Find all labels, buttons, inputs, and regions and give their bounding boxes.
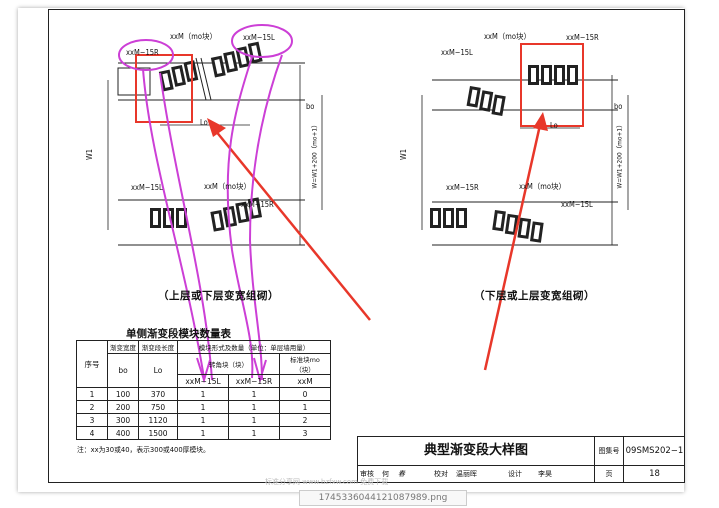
right-label-bot-left: xxM−15R <box>446 183 479 192</box>
table-note: 注：xx为30或40，表示300或400厚模块。 <box>77 446 210 454</box>
left-dim-w1: W1 <box>84 149 94 160</box>
left-label-top-mid: xxM（mo块） <box>170 32 218 41</box>
th-bo: bo <box>107 353 139 388</box>
left-label-bot-right: xxM−15R <box>241 200 274 209</box>
th-width: 渐变宽度 <box>107 340 139 354</box>
th-no: 序号 <box>76 340 108 388</box>
left-wall-plan <box>107 41 323 246</box>
left-label-top-left: xxM−15R <box>126 48 159 57</box>
th-b: xxM−15R <box>228 374 280 388</box>
right-dim-lo: Lo <box>550 121 558 130</box>
highlight-box-left <box>135 54 193 123</box>
right-dim-w1: W1 <box>398 149 408 160</box>
highlight-box-right <box>520 43 584 127</box>
drawing-frame <box>48 9 685 483</box>
right-wall-plan <box>421 65 629 246</box>
red-arrow-right <box>483 112 548 371</box>
left-dim-lo: Lo <box>200 118 208 127</box>
left-label-bot-left: xxM−15L <box>131 183 163 192</box>
th-length: 渐变段长度 <box>138 340 178 354</box>
page-label: 页 <box>595 466 624 482</box>
file-name-label: 1745336044121087989.png <box>299 490 467 506</box>
page-number: 18 <box>649 469 660 479</box>
right-caption: （下层或上层变宽组砌） <box>474 290 595 302</box>
signature-row: 审核 何 春 校对 温丽晖 设计 李昊 <box>358 466 595 482</box>
right-label-top-left: xxM−15L <box>441 48 473 57</box>
right-label-bot-right: xxM−15L <box>561 200 593 209</box>
th-a: xxM−15L <box>177 374 229 388</box>
right-label-top-mid: xxM（mo块） <box>484 32 532 41</box>
title-block: 典型渐变段大样图 图集号 09SMS202−1 审核 何 春 校对 温丽晖 设计… <box>357 436 685 483</box>
red-arrow-left <box>207 118 371 321</box>
left-dim-bo: bo <box>306 102 315 111</box>
th-std: 标准块mo（块） <box>279 353 331 375</box>
th-c: xxM <box>279 374 331 388</box>
th-group: 模块形式及数量（单位：单层墙用量） <box>177 340 331 354</box>
th-lo: Lo <box>138 353 178 388</box>
watermark-text: 标准分享网 www.bzfxw.com 免费下载 <box>265 478 389 486</box>
th-sub: 转角块（块） <box>177 353 280 375</box>
right-label-bot-mid: xxM（mo块） <box>519 182 567 191</box>
left-caption: （上层或下层变宽组砌） <box>158 290 279 302</box>
right-dim-w: W=W1+200（mo+1） <box>615 121 624 189</box>
table-title: 单侧渐变段模块数量表 <box>126 328 231 340</box>
right-dim-bo: bo <box>614 102 623 111</box>
left-label-top-right: xxM−15L <box>243 33 275 42</box>
left-label-bot-mid: xxM（mo块） <box>204 182 252 191</box>
right-label-top-right: xxM−15R <box>566 33 599 42</box>
atlas-number: 09SMS202−1 <box>624 437 685 466</box>
drawing-title: 典型渐变段大样图 <box>358 437 595 466</box>
quantity-table: 序号 渐变宽度 渐变段长度 模块形式及数量（单位：单层墙用量） bo Lo 转角… <box>76 340 331 440</box>
atlas-label: 图集号 <box>595 437 624 466</box>
left-dim-w: W=W1+200（mo+1） <box>310 121 319 189</box>
